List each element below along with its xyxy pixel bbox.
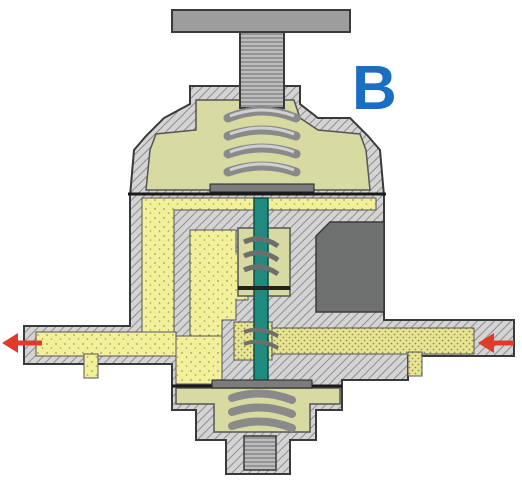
outlet-arrow (2, 333, 42, 353)
adjusting-knob (171, 9, 351, 33)
upper-diaphragm (128, 183, 386, 196)
diagram-label: B (352, 54, 397, 123)
valve-stem (253, 197, 269, 387)
middle-spring (238, 236, 290, 290)
lower-spring (228, 389, 296, 432)
bottom-screw (243, 435, 277, 471)
lower-diaphragm (172, 379, 342, 389)
outlet-passage (35, 197, 377, 385)
threaded-rod (239, 31, 285, 109)
inlet-arrow (478, 333, 514, 353)
valve-seat (243, 327, 280, 350)
dark-cavity (315, 221, 385, 313)
